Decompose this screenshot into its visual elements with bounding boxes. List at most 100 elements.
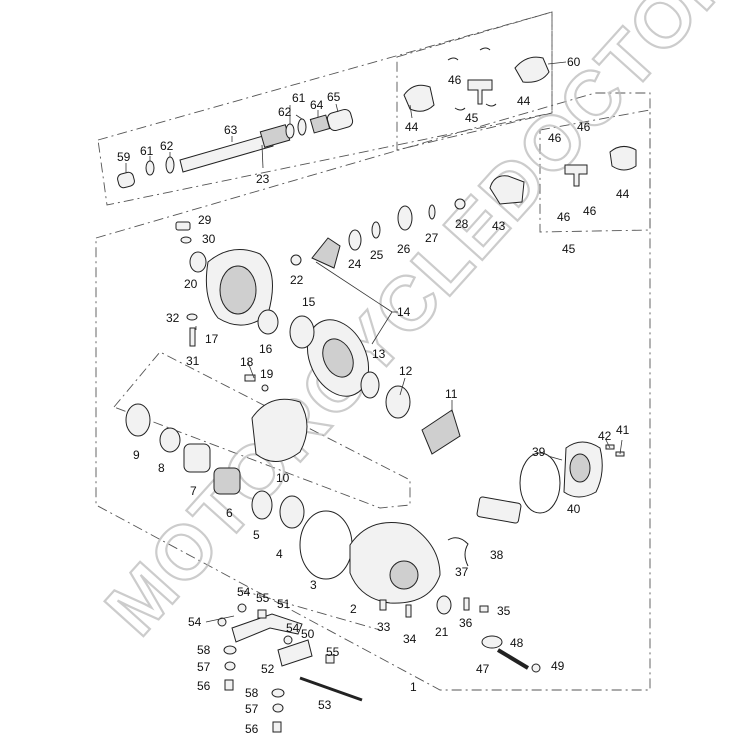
- label-part-63: 63: [224, 123, 238, 137]
- part-31-bolt: [189, 327, 196, 347]
- label-part-22: 22: [290, 273, 304, 287]
- part-27-ring: [428, 204, 436, 220]
- label-part-60: 60: [567, 55, 581, 69]
- part-9-bearing: [125, 403, 151, 437]
- part-3-oring: [299, 510, 353, 580]
- label-part-51: 51: [277, 597, 291, 611]
- main-housing-group: [299, 496, 522, 618]
- label-part-10: 10: [276, 471, 290, 485]
- label-part-30: 30: [202, 232, 216, 246]
- label-part-49: 49: [551, 659, 565, 673]
- part-44-yoke-lower: [609, 146, 637, 171]
- part-51-bracket: [231, 613, 303, 643]
- label-part-26: 26: [397, 242, 411, 256]
- part-45-spider-lower: [564, 164, 588, 187]
- part-34-dowel: [405, 604, 412, 618]
- part-44-yoke-left: [403, 84, 435, 112]
- label-part-43: 43: [492, 219, 506, 233]
- part-46-clip-1: [447, 57, 459, 61]
- label-part-58-b: 58: [245, 686, 259, 700]
- lower-yoke-group-boundary: [539, 109, 651, 233]
- differential-group-boundary: [113, 351, 411, 509]
- label-part-4: 4: [276, 547, 283, 561]
- label-part-45-upper: 45: [465, 111, 479, 125]
- pinion-gear-group: [290, 229, 461, 455]
- label-part-31: 31: [186, 354, 200, 368]
- part-labels: 1 2 3 4 5 6 7 8 9 10 11 12 13 14 15 16 1…: [117, 55, 630, 736]
- part-65-coupler: [326, 108, 354, 132]
- part-38-strainer: [476, 496, 522, 524]
- part-64-spring: [309, 114, 331, 134]
- part-43-flange-yoke: [489, 175, 525, 205]
- part-13-shim: [360, 371, 380, 399]
- label-part-65: 65: [327, 90, 341, 104]
- label-part-64: 64: [310, 98, 324, 112]
- part-40-cover-hub: [569, 453, 591, 483]
- part-18-bolt: [244, 374, 256, 382]
- part-48-pin: [496, 648, 530, 670]
- part-61-circlip-b: [285, 123, 295, 139]
- part-55-bolt-a: [257, 609, 267, 619]
- label-part-25: 25: [370, 248, 384, 262]
- part-56-bolt-a: [224, 679, 234, 691]
- label-part-54-c: 54: [286, 621, 300, 635]
- label-part-14: 14: [397, 305, 411, 319]
- part-15-bearing: [289, 315, 315, 349]
- part-53-bolt: [299, 676, 363, 702]
- part-49-clip: [531, 663, 541, 673]
- part-52-bracket: [277, 639, 313, 667]
- label-part-52: 52: [261, 662, 275, 676]
- label-part-44-lower: 44: [616, 187, 630, 201]
- label-part-1: 1: [410, 680, 417, 694]
- label-part-53: 53: [318, 698, 332, 712]
- label-part-56-b: 56: [245, 722, 259, 736]
- label-part-34: 34: [403, 632, 417, 646]
- label-part-28: 28: [455, 217, 469, 231]
- label-part-27: 27: [425, 231, 439, 245]
- label-part-46-lower-b: 46: [577, 120, 591, 134]
- label-part-39: 39: [532, 445, 546, 459]
- part-54-nut-b: [217, 617, 227, 627]
- label-part-61-a: 61: [140, 144, 154, 158]
- label-part-11: 11: [445, 387, 458, 401]
- label-part-44-upper-right: 44: [517, 94, 531, 108]
- part-16-oring: [257, 309, 279, 335]
- part-11-bevel-gear: [421, 409, 461, 455]
- label-part-55-a: 55: [256, 591, 270, 605]
- label-part-54-a: 54: [237, 585, 251, 599]
- label-part-13: 13: [372, 347, 386, 361]
- label-part-15: 15: [302, 295, 316, 309]
- part-46-clip-3: [454, 107, 466, 111]
- part-47-clamp: [481, 635, 503, 649]
- label-part-46-lower-d: 46: [583, 204, 597, 218]
- label-part-40: 40: [567, 502, 581, 516]
- label-part-29: 29: [198, 213, 212, 227]
- bracket-group: [217, 603, 541, 733]
- label-part-38: 38: [490, 548, 504, 562]
- bracket-group-boundary: [239, 589, 381, 631]
- part-46-clip-2: [479, 47, 491, 51]
- label-part-46-upper: 46: [448, 73, 462, 87]
- label-part-12: 12: [399, 364, 413, 378]
- label-part-18: 18: [240, 355, 254, 369]
- part-37-breather: [447, 537, 469, 567]
- part-36-pin: [463, 597, 470, 611]
- part-54-nut-a: [237, 603, 247, 613]
- label-part-33: 33: [377, 620, 391, 634]
- part-21-seal: [436, 595, 452, 615]
- part-2-housing: [349, 522, 441, 604]
- part-14-ring-gear-hub: [322, 338, 354, 378]
- part-6-spline-hub: [213, 467, 241, 495]
- part-5-circlip: [251, 490, 273, 520]
- part-20-seal: [189, 251, 207, 273]
- part-29-plug: [175, 221, 191, 231]
- part-39-oring: [519, 452, 561, 514]
- label-part-47: 47: [476, 662, 490, 676]
- part-32-washer: [186, 313, 198, 321]
- part-58-washer-a: [223, 645, 237, 655]
- part-59-end-cap: [117, 171, 135, 189]
- part-44-yoke-right: [514, 56, 550, 83]
- label-part-57-b: 57: [245, 702, 259, 716]
- label-part-24: 24: [348, 257, 362, 271]
